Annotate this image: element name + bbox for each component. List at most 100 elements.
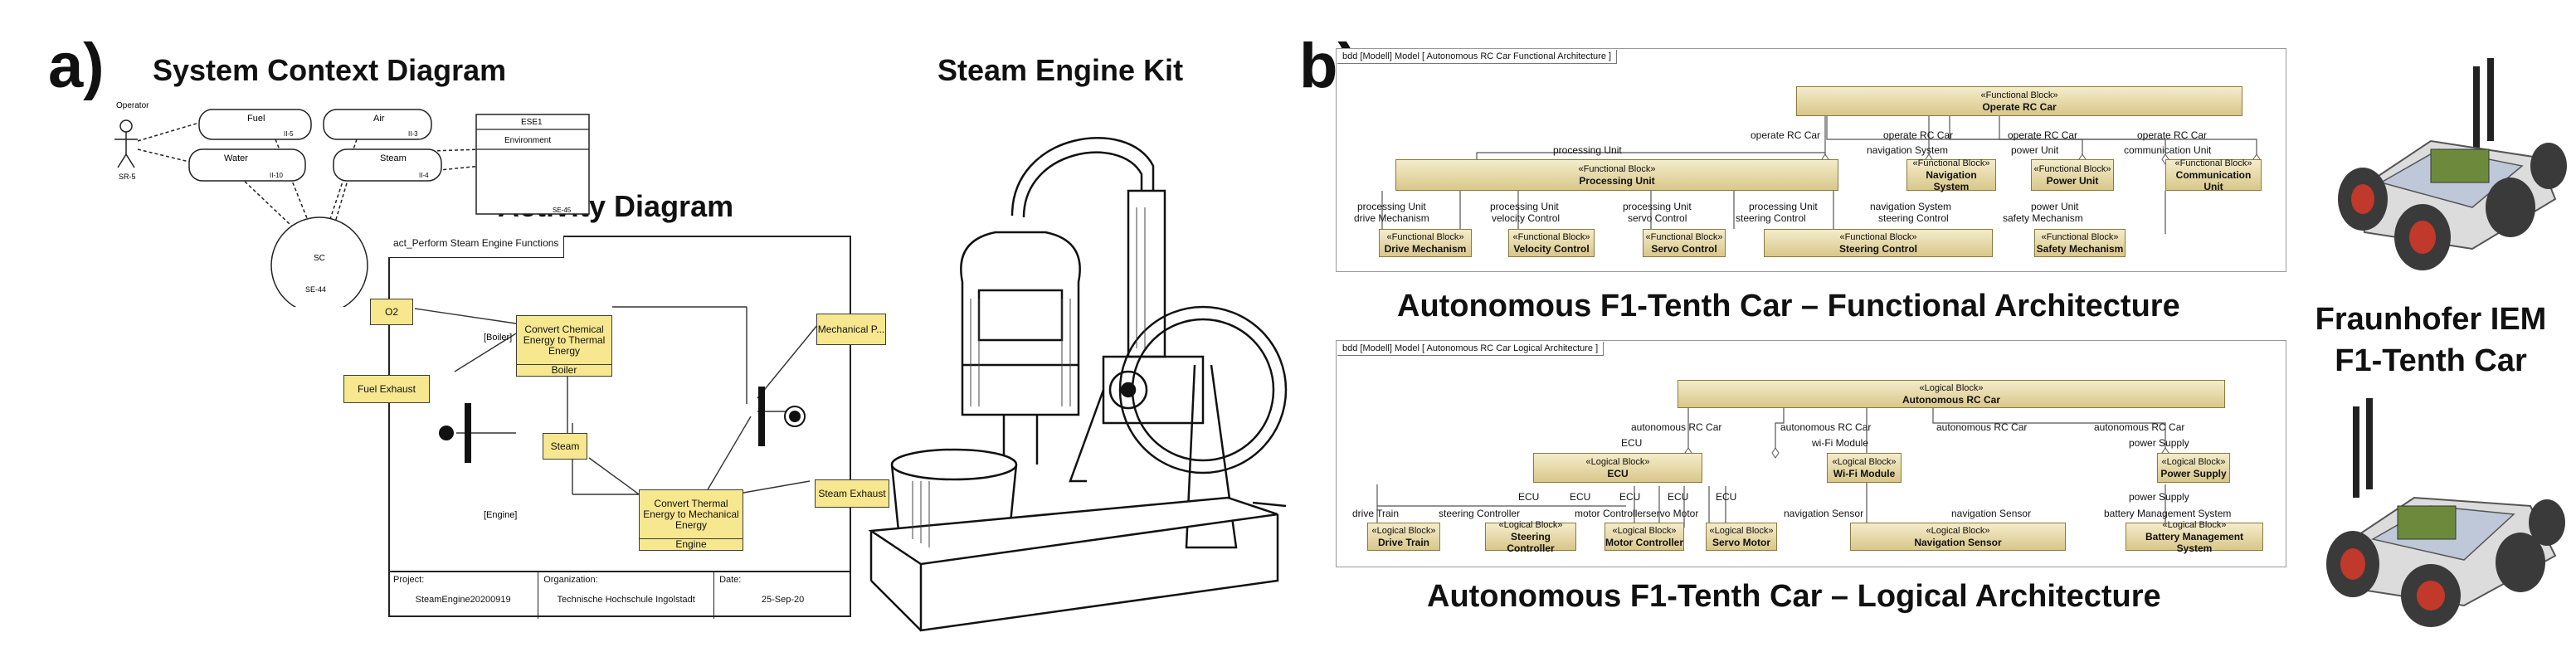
date-cell: Date: 25-Sep-20	[714, 572, 851, 619]
role-steering-control-1: steering Control	[1736, 212, 1806, 224]
context-diagram-title: System Context Diagram	[153, 53, 507, 87]
block-name: Wi-Fi Module	[1833, 468, 1896, 479]
block-name: Processing Unit	[1579, 175, 1655, 187]
role-drive-train: drive Train	[1352, 508, 1400, 519]
stereotype: «Functional Block»	[1980, 90, 2058, 100]
role-arc-1: autonomous RC Car	[1631, 421, 1722, 433]
stereotype: «Functional Block»	[1578, 164, 1656, 174]
block-name: Operate RC Car	[1982, 101, 2057, 113]
role-servo-motor: servo Motor	[1646, 508, 1699, 519]
block-operate-rc-car: «Functional Block» Operate RC Car	[1796, 86, 2242, 116]
fork-bar-left-icon	[465, 403, 471, 463]
stereotype: «Functional Block»	[1912, 158, 1990, 168]
air-id: II-3	[408, 130, 418, 138]
block-power-supply: «Logical Block» Power Supply	[2157, 453, 2230, 483]
stereotype: «Logical Block»	[2162, 520, 2227, 530]
role-ecu-4: ECU	[1668, 491, 1689, 503]
role-pu-1: processing Unit	[1357, 201, 1426, 212]
block-name: Power Unit	[2046, 175, 2099, 187]
water-label: Water	[224, 153, 248, 163]
role-ecu-2: ECU	[1570, 491, 1591, 503]
organization-value: Technische Hochschule Ingolstadt	[557, 595, 695, 605]
block-name: Communication Unit	[2175, 169, 2252, 192]
steam-exhaust-pin: Steam Exhaust	[815, 479, 889, 508]
date-label: Date:	[719, 575, 742, 585]
role-processing-unit: processing Unit	[1553, 144, 1622, 156]
role-ecu: ECU	[1621, 437, 1643, 449]
block-name: Motor Controller	[1605, 537, 1683, 548]
steam-engine-kit-title: Steam Engine Kit	[937, 53, 1184, 87]
block-name: Navigation Sensor	[1914, 537, 2002, 548]
block-wifi-module: «Logical Block» Wi-Fi Module	[1827, 453, 1902, 483]
stereotype: «Logical Block»	[1612, 526, 1677, 536]
role-operate-3: operate RC Car	[2008, 129, 2078, 141]
block-name: Autonomous RC Car	[1902, 394, 2000, 406]
organization-cell: Organization: Technische Hochschule Ingo…	[538, 572, 715, 619]
operator-actor-icon	[114, 119, 138, 168]
block-name: Velocity Control	[1513, 243, 1590, 255]
role-navigation-sensor-2: navigation Sensor	[1951, 508, 2032, 519]
mechanical-power-pin: Mechanical P...	[816, 314, 886, 345]
stereotype: «Functional Block»	[2174, 158, 2252, 168]
role-safety-mechanism: safety Mechanism	[2003, 212, 2083, 224]
block-drive-mechanism: «Functional Block» Drive Mechanism	[1379, 229, 1472, 257]
role-wifi-module: wi-Fi Module	[1812, 437, 1869, 449]
operator-label: Operator	[116, 101, 149, 110]
stereotype: «Functional Block»	[1645, 232, 1723, 242]
organization-label: Organization:	[543, 575, 598, 585]
f1tenth-car-image-top	[2338, 58, 2567, 270]
block-name: Navigation System	[1926, 169, 1977, 192]
initial-node-icon	[439, 426, 454, 440]
role-navigation-sensor-1: navigation Sensor	[1784, 508, 1864, 519]
block-drive-train: «Logical Block» Drive Train	[1367, 523, 1440, 551]
convert-thermal-label: Convert Thermal Energy to Mechanical Ene…	[643, 497, 739, 531]
air-label: Air	[373, 114, 385, 124]
activity-frame-header: act_Perform Steam Engine Functions	[388, 236, 565, 258]
block-autonomous-rc-car: «Logical Block» Autonomous RC Car	[1678, 380, 2225, 408]
role-power-unit: power Unit	[2011, 144, 2059, 156]
stereotype: «Logical Block»	[1709, 526, 1774, 536]
logical-header: bdd [Modell] Model [ Autonomous RC Car L…	[1337, 342, 1605, 356]
role-navigation-system: navigation System	[1867, 144, 1949, 156]
role-operate-1: operate RC Car	[1751, 129, 1821, 141]
join-bar-right-icon	[758, 387, 765, 446]
role-operate-4: operate RC Car	[2137, 129, 2208, 141]
block-battery-management-system: «Logical Block» Battery Management Syste…	[2126, 520, 2263, 554]
role-ecu-5: ECU	[1716, 491, 1737, 503]
role-pu-2: processing Unit	[1490, 201, 1559, 212]
block-processing-unit: «Functional Block» Processing Unit	[1395, 159, 1838, 191]
stereotype: «Logical Block»	[1832, 457, 1897, 467]
activity-footer: Project: SteamEngine20200919 Organizatio…	[388, 571, 851, 619]
role-drive-mechanism: drive Mechanism	[1354, 212, 1429, 224]
stereotype: «Logical Block»	[1919, 383, 1984, 393]
date-value: 25-Sep-20	[761, 595, 805, 605]
fuel-label: Fuel	[247, 114, 265, 124]
block-name: ECU	[1607, 468, 1629, 479]
role-pu-3: processing Unit	[1623, 201, 1692, 212]
block-name: Power Supply	[2160, 468, 2227, 479]
role-communication-unit: communication Unit	[2124, 144, 2212, 156]
block-velocity-control: «Functional Block» Velocity Control	[1508, 229, 1595, 257]
role-battery-management-system: battery Management System	[2104, 508, 2232, 519]
role-arc-2: autonomous RC Car	[1780, 421, 1872, 433]
block-name: Steering Controller	[1507, 531, 1555, 554]
role-pu-4: processing Unit	[1749, 201, 1818, 212]
block-name: Drive Train	[1377, 537, 1430, 548]
role-steering-control-2: steering Control	[1878, 212, 1949, 224]
convert-thermal-action: Convert Thermal Energy to Mechanical Ene…	[639, 489, 743, 551]
stereotype: «Functional Block»	[1386, 232, 1464, 242]
block-name: Safety Mechanism	[2036, 243, 2124, 255]
environment-code: SE-45	[553, 207, 572, 214]
functional-header: bdd [Modell] Model [ Autonomous RC Car F…	[1337, 50, 1618, 64]
boiler-label: Boiler	[517, 364, 611, 376]
steam-engine-illustration	[868, 137, 1288, 632]
stereotype: «Logical Block»	[1926, 526, 1990, 536]
role-steering-controller: steering Controller	[1439, 508, 1521, 519]
engine-partition: [Engine]	[484, 510, 517, 520]
boiler-partition: [Boiler]	[484, 333, 512, 343]
role-ecu-3: ECU	[1619, 491, 1641, 503]
car-title: Fraunhofer IEM F1-Tenth Car	[2315, 302, 2547, 378]
steam-id: II-4	[419, 172, 429, 179]
convert-chemical-action: Convert Chemical Energy to Thermal Energ…	[516, 315, 612, 377]
role-motor-controller: motor Controller	[1575, 508, 1647, 519]
